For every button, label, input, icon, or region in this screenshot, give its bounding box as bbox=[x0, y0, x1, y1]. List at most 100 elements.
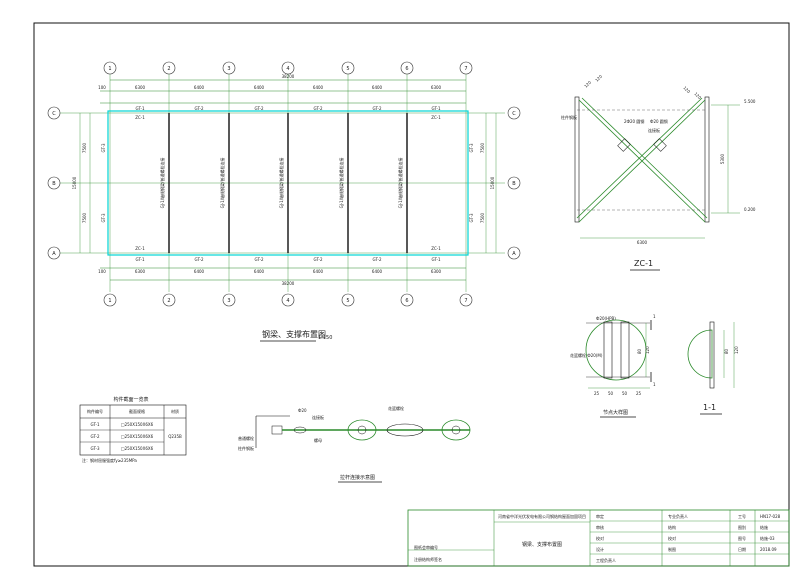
inner-brace-label-1: GJ-1/轴线钢梁/普通螺栓连接 bbox=[159, 158, 165, 209]
zc1-label-1: 2Ф20 圆钢 bbox=[624, 118, 644, 124]
tb-mid-1: 专业负责人 bbox=[668, 513, 688, 519]
col-bubble-bot-5: 5 bbox=[346, 298, 349, 304]
joint-dim-3: 50 bbox=[622, 391, 628, 396]
tb-mid-3: 校对 bbox=[668, 535, 676, 541]
col-bubble-bot-1: 1 bbox=[108, 298, 111, 304]
col-bubble-top-4: 4 bbox=[286, 66, 289, 72]
width-right: 15000 bbox=[490, 176, 495, 189]
member-table: 构件截面一览表 构件编号 截面规格 材质 GT-1 □250X150X6X6 G… bbox=[79, 396, 187, 463]
span-top-6: 6300 bbox=[431, 85, 442, 90]
title-block: 图纸会审编号 注册结构师签名 河南省中洋光伏发电有限公司钢结构屋面加固项目 钢梁… bbox=[407, 509, 790, 567]
total-length-top: 38200 bbox=[282, 74, 295, 79]
zc1-dim-4: 120 bbox=[693, 91, 702, 100]
joint-dim-2: 50 bbox=[608, 391, 614, 396]
col-bubble-top-5: 5 bbox=[346, 66, 349, 72]
top-member-5: GT-2 bbox=[372, 106, 381, 111]
tb-right-label-2: 图别 bbox=[738, 524, 746, 530]
zc1-dim-3: 120 bbox=[682, 85, 691, 94]
tb-left-1: 图纸会审编号 bbox=[414, 544, 438, 550]
tb-right-value-2: 结施 bbox=[760, 524, 768, 530]
table-material: Q235B bbox=[168, 434, 182, 439]
span-bot-5: 6400 bbox=[372, 269, 383, 274]
rod-label-4: 螺母 bbox=[314, 437, 322, 443]
col-bubble-bot-3: 3 bbox=[227, 298, 230, 304]
bay-right-1: 7500 bbox=[480, 142, 485, 153]
zc1-dim-1: 120 bbox=[583, 79, 592, 88]
table-header-2: 截面规格 bbox=[129, 408, 145, 414]
side-member-right-2: GT-3 bbox=[469, 213, 474, 222]
col-bubble-bot-7: 7 bbox=[464, 298, 467, 304]
tb-right-value-3: 结施-03 bbox=[760, 535, 775, 541]
tb-role-1: 审定 bbox=[596, 513, 604, 519]
row-bubble-left-c: C bbox=[52, 111, 56, 117]
tb-drawing-name: 钢梁、支撑布置图 bbox=[522, 541, 562, 548]
tb-right-label-1: 工号 bbox=[738, 513, 746, 519]
zc1-title: ZC-1 bbox=[634, 259, 653, 268]
table-row-1-id: GT-1 bbox=[90, 422, 99, 427]
span-bot-2: 6400 bbox=[194, 269, 205, 274]
tb-right-value-1: HN17-028 bbox=[760, 514, 781, 519]
row-bubble-right-b: B bbox=[512, 181, 516, 187]
zc1-height-dim: 5300 bbox=[720, 153, 725, 164]
bottom-member-4: GT-2 bbox=[313, 257, 322, 262]
col-bubble-top-7: 7 bbox=[464, 66, 467, 72]
joint-label-1: Ф20(HPB) bbox=[596, 316, 616, 321]
tb-left-2: 注册结构师签名 bbox=[414, 556, 442, 562]
bay-left-2: 7500 bbox=[82, 212, 87, 223]
rod-label-5: 普通螺栓 bbox=[238, 435, 254, 441]
bottom-member-5: GT-2 bbox=[372, 257, 381, 262]
top-member-6: GT-1 bbox=[431, 106, 440, 111]
rod-detail: Ф20 花篮螺栓 连接板 螺母 普通螺栓 柱件钢板 拉杆连接示意图 bbox=[238, 405, 471, 483]
bottom-member-2: GT-2 bbox=[194, 257, 203, 262]
span-bot-3: 6400 bbox=[254, 269, 265, 274]
joint-dim-4: 25 bbox=[636, 391, 642, 396]
col-bubble-top-3: 3 bbox=[227, 66, 230, 72]
edge-offset-bottom: 100 bbox=[98, 269, 106, 274]
joint-section-mark-bot: 1 bbox=[653, 382, 656, 387]
rod-label-3: 连接板 bbox=[312, 414, 324, 420]
rod-label-2: 花篮螺栓 bbox=[388, 405, 404, 411]
rod-label-6: 柱件钢板 bbox=[238, 445, 254, 451]
bottom-member-1: GT-1 bbox=[135, 257, 144, 262]
side-member-left-1: GT-3 bbox=[101, 143, 106, 152]
tb-mid-2: 结构 bbox=[668, 524, 676, 530]
joint-label-2: 花篮螺栓 Ф20(M) bbox=[570, 352, 603, 358]
tb-role-2: 审核 bbox=[596, 524, 604, 530]
span-top-5: 6400 bbox=[372, 85, 383, 90]
table-row-3-id: GT-3 bbox=[90, 446, 99, 451]
table-note: 注：钢材屈服强度fy≥235MPa bbox=[82, 457, 137, 463]
bottom-member-3: GT-2 bbox=[254, 257, 263, 262]
zc-label-top-left: ZC-1 bbox=[135, 115, 145, 120]
table-row-3-spec: □250X150X6X6 bbox=[121, 446, 154, 451]
rod-label-1: Ф20 bbox=[298, 408, 307, 413]
section-1-1: 80 120 1-1 bbox=[687, 321, 739, 415]
span-bot-4: 6400 bbox=[313, 269, 324, 274]
zc1-dim-2: 120 bbox=[594, 73, 603, 82]
drawing-border bbox=[33, 22, 790, 567]
col-bubble-bot-4: 4 bbox=[286, 298, 289, 304]
row-bubble-left-b: B bbox=[52, 181, 56, 187]
top-member-1: GT-1 bbox=[135, 106, 144, 111]
section-title: 1-1 bbox=[703, 403, 716, 412]
zc-label-bot-right: ZC-1 bbox=[431, 246, 441, 251]
span-top-2: 6400 bbox=[194, 85, 205, 90]
span-top-1: 6300 bbox=[135, 85, 146, 90]
joint-dim-6: 80 bbox=[637, 348, 642, 354]
tb-role-3: 校对 bbox=[596, 535, 604, 541]
bay-left-1: 7500 bbox=[82, 142, 87, 153]
tb-mid-4: 制图 bbox=[668, 546, 676, 552]
inner-brace-label-2: GJ-1/轴线钢梁/普通螺栓连接 bbox=[219, 158, 225, 209]
col-bubble-bot-2: 2 bbox=[167, 298, 170, 304]
row-bubble-left-a: A bbox=[52, 251, 56, 257]
section-dim-1: 80 bbox=[724, 348, 729, 354]
table-title: 构件截面一览表 bbox=[113, 396, 148, 403]
tb-right-label-3: 图号 bbox=[738, 535, 746, 541]
table-row-1-spec: □250X150X6X6 bbox=[121, 422, 154, 427]
zc1-label-3: 连接板 bbox=[648, 127, 660, 133]
roof-outline bbox=[107, 110, 469, 256]
plan-scale: 1:150 bbox=[318, 335, 332, 341]
tb-right-value-4: 2018.09 bbox=[760, 547, 777, 552]
table-header-3: 材质 bbox=[171, 408, 179, 414]
col-bubble-top-2: 2 bbox=[167, 66, 170, 72]
